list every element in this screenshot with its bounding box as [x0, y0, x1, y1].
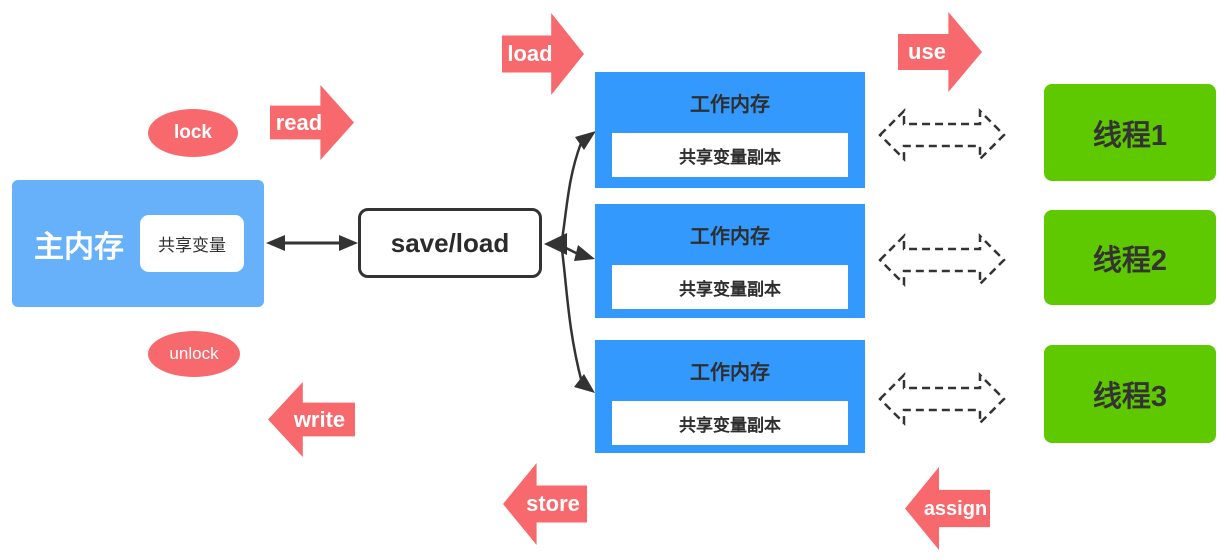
lock-label: lock [173, 122, 213, 143]
shared-variable-copy-label: 共享变量副本 [679, 279, 781, 299]
right-arrow-shape [502, 13, 584, 95]
dashed-sync-arrow-thread3 [878, 371, 1006, 427]
fan-arrowhead-wm1 [575, 131, 596, 150]
thread-3-label: 线程3 [1092, 381, 1168, 413]
left-arrow-shape [268, 382, 355, 457]
thread-box-2: 线程2 [1044, 210, 1216, 305]
main-memory-label: 主内存 [34, 230, 124, 264]
left-arrow-shape [503, 463, 587, 545]
unlock-label: unlock [169, 344, 219, 363]
lock-ellipse: lock [148, 109, 238, 157]
thread-2-label: 线程2 [1092, 244, 1168, 277]
save-load-label: save/load [390, 227, 510, 258]
main-memory-box: 主内存 共享变量 [12, 180, 264, 307]
working-memory-box-3: 工作内存 共享变量副本 [595, 340, 865, 453]
dashed-sync-arrow-thread2 [878, 232, 1006, 288]
read-arrow: read [270, 85, 354, 160]
working-memory-box-1: 工作内存 共享变量副本 [595, 72, 865, 188]
fan-arrowhead-into-saveload [544, 233, 567, 255]
main-memory-saveload-arrow [266, 235, 358, 251]
shared-variable-copy-label: 共享变量副本 [679, 415, 781, 435]
shared-variable-box: 共享变量 [140, 215, 244, 272]
write-label: write [293, 406, 346, 432]
working-memory-title: 工作内存 [690, 362, 770, 384]
fan-arrowhead-wm3 [574, 374, 595, 393]
thread-1-label: 线程1 [1092, 119, 1168, 152]
assign-arrow: assign [905, 467, 990, 550]
thread-box-1: 线程1 [1044, 84, 1216, 181]
working-memory-title: 工作内存 [690, 226, 770, 248]
read-label: read [275, 109, 323, 135]
shared-variable-copy-box: 共享变量副本 [612, 265, 848, 309]
saveload-workingmemory-fan [544, 131, 596, 393]
right-arrow-shape [898, 12, 982, 92]
right-arrow-shape [270, 85, 354, 160]
store-arrow: store [503, 463, 587, 545]
shared-variable-copy-box: 共享变量副本 [612, 401, 848, 445]
load-label: load [507, 41, 553, 66]
fan-arrowhead-wm2 [574, 245, 595, 261]
fan-curve-top [560, 142, 583, 241]
assign-label: assign [923, 497, 988, 520]
fan-curve-bottom [560, 249, 584, 384]
unlock-ellipse: unlock [148, 331, 240, 377]
working-memory-title: 工作内存 [690, 94, 770, 116]
store-label: store [526, 491, 580, 516]
left-arrow-shape [905, 467, 990, 550]
shared-variable-label: 共享变量 [158, 236, 226, 255]
shared-variable-copy-box: 共享变量副本 [612, 133, 848, 177]
shared-variable-copy-label: 共享变量副本 [679, 147, 781, 167]
save-load-box: save/load [358, 208, 542, 278]
use-arrow: use [898, 12, 982, 92]
write-arrow: write [268, 382, 355, 457]
thread-box-3: 线程3 [1044, 345, 1216, 443]
load-arrow: load [502, 13, 584, 95]
fan-line-middle [561, 244, 579, 256]
dashed-sync-arrow-thread1 [878, 107, 1006, 163]
use-label: use [908, 39, 946, 64]
working-memory-box-2: 工作内存 共享变量副本 [595, 204, 865, 318]
